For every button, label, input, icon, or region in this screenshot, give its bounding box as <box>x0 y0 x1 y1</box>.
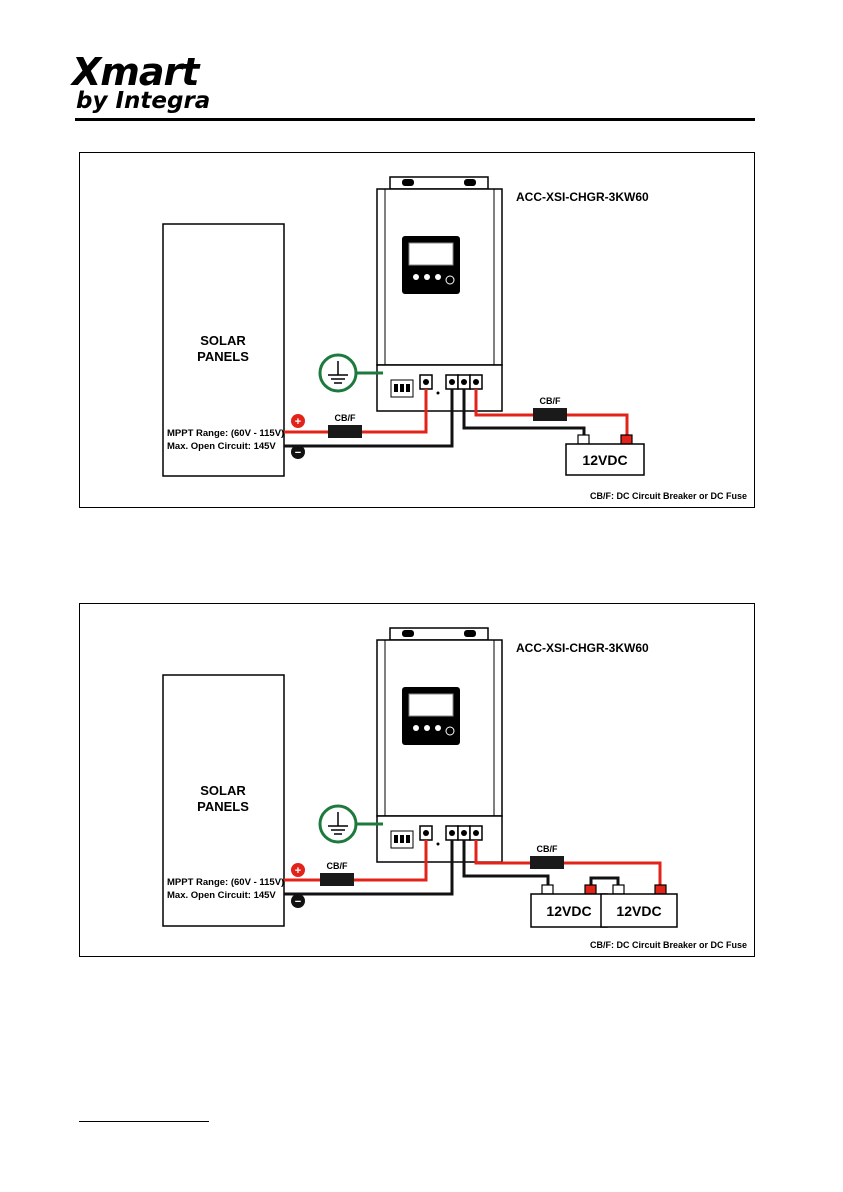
breaker-pv-label: CB/F <box>335 413 356 423</box>
plus-sign-icon: + <box>295 416 301 428</box>
diagram-canvas: SOLAR PANELS MPPT Range: (60V - 115V) Ma… <box>80 153 756 509</box>
ground-icon <box>320 355 383 391</box>
plus-sign-icon: + <box>295 865 301 877</box>
breaker-pv <box>328 425 362 438</box>
battery-neg-post <box>578 435 589 444</box>
battery1-pos-post <box>585 885 596 894</box>
model-label: ACC-XSI-CHGR-3KW60 <box>516 190 649 204</box>
solar-title-line1: SOLAR <box>200 783 246 798</box>
battery1-neg-post <box>542 885 553 894</box>
breaker-note: CB/F: DC Circuit Breaker or DC Fuse <box>590 491 747 501</box>
solar-title-line2: PANELS <box>197 349 249 364</box>
breaker-battery-label: CB/F <box>540 396 561 406</box>
minus-sign-icon: − <box>295 896 301 908</box>
battery2-label: 12VDC <box>616 903 661 919</box>
battery2-pos-post <box>655 885 666 894</box>
battery-positive-wire <box>476 840 660 886</box>
charger-unit <box>377 628 502 862</box>
solar-title-line2: PANELS <box>197 799 249 814</box>
ground-icon <box>320 806 383 842</box>
diagram-canvas: SOLAR PANELS MPPT Range: (60V - 115V) Ma… <box>80 604 756 958</box>
battery-pos-post <box>621 435 632 444</box>
header-divider <box>75 118 755 121</box>
breaker-battery-label: CB/F <box>537 844 558 854</box>
charger-unit <box>377 177 502 411</box>
breaker-battery <box>530 856 564 869</box>
breaker-pv-label: CB/F <box>327 861 348 871</box>
max-open-circuit-text: Max. Open Circuit: 145V <box>167 441 276 452</box>
mppt-range-text: MPPT Range: (60V - 115V) <box>167 877 284 888</box>
battery1-label: 12VDC <box>546 903 591 919</box>
footnote-divider <box>79 1121 209 1122</box>
breaker-battery <box>533 408 567 421</box>
battery2-neg-post <box>613 885 624 894</box>
minus-sign-icon: − <box>295 447 301 459</box>
max-open-circuit-text: Max. Open Circuit: 145V <box>167 890 276 901</box>
brand-sub-text: by Integra <box>76 88 210 114</box>
wiring-diagram-two-batteries: SOLAR PANELS MPPT Range: (60V - 115V) Ma… <box>79 603 755 957</box>
battery-label: 12VDC <box>582 452 627 468</box>
breaker-note: CB/F: DC Circuit Breaker or DC Fuse <box>590 940 747 950</box>
model-label: ACC-XSI-CHGR-3KW60 <box>516 641 649 655</box>
mppt-range-text: MPPT Range: (60V - 115V) <box>167 428 284 439</box>
solar-title-line1: SOLAR <box>200 333 246 348</box>
breaker-pv <box>320 873 354 886</box>
wiring-diagram-single-battery: SOLAR PANELS MPPT Range: (60V - 115V) Ma… <box>79 152 755 508</box>
brand-logo: Xmart by Integra <box>72 50 232 120</box>
